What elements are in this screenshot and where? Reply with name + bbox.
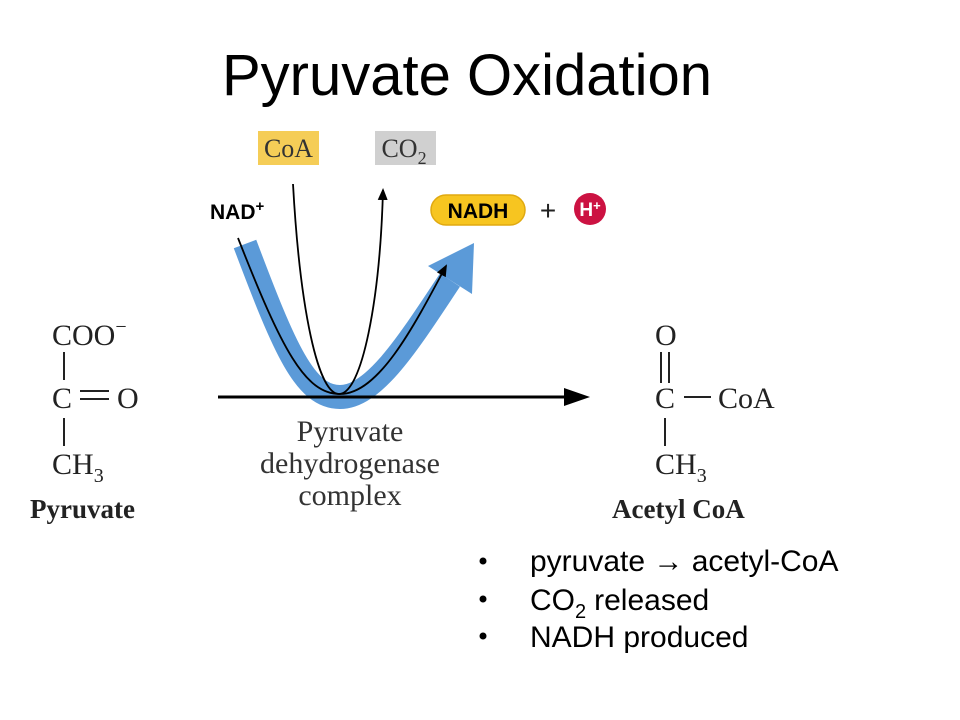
co2-output-label: CO2 xyxy=(381,134,426,168)
co2-formula-subscript: 2 xyxy=(418,148,427,168)
acetyl-carbonyl-carbon: C xyxy=(655,382,675,415)
bullet-item: pyruvate → acetyl-CoA xyxy=(479,545,838,578)
carboxylate-charge: − xyxy=(115,316,126,338)
acetyl-methyl-subscript: 3 xyxy=(697,465,707,487)
enzyme-label-line-2: dehydrogenase xyxy=(260,447,440,480)
pyruvate-methyl-main: CH xyxy=(52,448,94,481)
pyruvate-methyl-subscript: 3 xyxy=(94,465,104,487)
bullet-text: pyruvate → acetyl-CoA xyxy=(530,545,838,578)
nad-input-label: NAD+ xyxy=(210,198,265,224)
acetyl-coa-name-label: Acetyl CoA xyxy=(612,494,745,524)
nad-superscript: + xyxy=(256,198,265,215)
pyruvate-dehydrogenase-diagram: CoA CO2 NAD+ NADH + H+ Pyruvate dehydrog… xyxy=(30,131,775,524)
enzyme-label: Pyruvate dehydrogenase complex xyxy=(260,415,440,512)
bullet-item: NADH produced xyxy=(479,621,748,654)
bullet-text: NADH produced xyxy=(530,621,748,654)
nad-main: NAD xyxy=(210,201,256,224)
slide-title: Pyruvate Oxidation xyxy=(222,43,712,108)
acetyl-methyl: CH3 xyxy=(655,448,707,487)
bullet-co2-main: CO xyxy=(530,584,575,617)
summary-bullets: pyruvate → acetyl-CoA CO2 released NADH p… xyxy=(479,545,838,654)
proton-superscript: + xyxy=(593,198,601,213)
proton-main: H xyxy=(579,200,593,221)
acetyl-coa-structure: O C CoA CH3 Acetyl CoA xyxy=(612,319,775,524)
proton-output-circle xyxy=(574,193,606,225)
pyruvate-carbonyl-carbon: C xyxy=(52,382,72,415)
pyruvate-carbonyl-oxygen: O xyxy=(117,382,139,415)
coa-to-co2-arrow xyxy=(292,183,388,395)
pyruvate-carboxylate: COO− xyxy=(52,316,127,352)
bullet-marker xyxy=(479,632,487,640)
coa-input-box xyxy=(258,131,319,165)
pyruvate-name-label: Pyruvate xyxy=(30,494,135,524)
bullet-text: CO2 released xyxy=(530,584,709,623)
coa-input-label: CoA xyxy=(264,134,313,163)
bullet-marker xyxy=(479,557,487,565)
nadh-output-pill xyxy=(430,194,526,226)
co2-formula-main: CO xyxy=(381,134,417,163)
pyruvate-methyl: CH3 xyxy=(52,448,104,487)
acetyl-coa-group: CoA xyxy=(718,382,775,415)
nadh-output-label: NADH xyxy=(448,200,509,223)
blue-flow-arrowhead xyxy=(428,243,474,294)
plus-sign: + xyxy=(540,195,556,226)
enzyme-label-line-1: Pyruvate xyxy=(297,415,404,448)
bullet-co2-subscript: 2 xyxy=(575,601,586,623)
proton-output-label: H+ xyxy=(579,198,601,221)
pyruvate-structure: COO− C O CH3 Pyruvate xyxy=(30,316,139,524)
main-reaction-arrowhead xyxy=(564,388,590,406)
bullet-marker xyxy=(479,595,487,603)
co2-output-box xyxy=(375,131,436,165)
acetyl-carbonyl-oxygen: O xyxy=(655,319,677,352)
bullet-item: CO2 released xyxy=(479,584,709,623)
carboxylate-main: COO xyxy=(52,319,115,352)
bullet-co2-rest: released xyxy=(594,584,709,617)
enzyme-label-line-3: complex xyxy=(298,479,401,512)
acetyl-methyl-main: CH xyxy=(655,448,697,481)
